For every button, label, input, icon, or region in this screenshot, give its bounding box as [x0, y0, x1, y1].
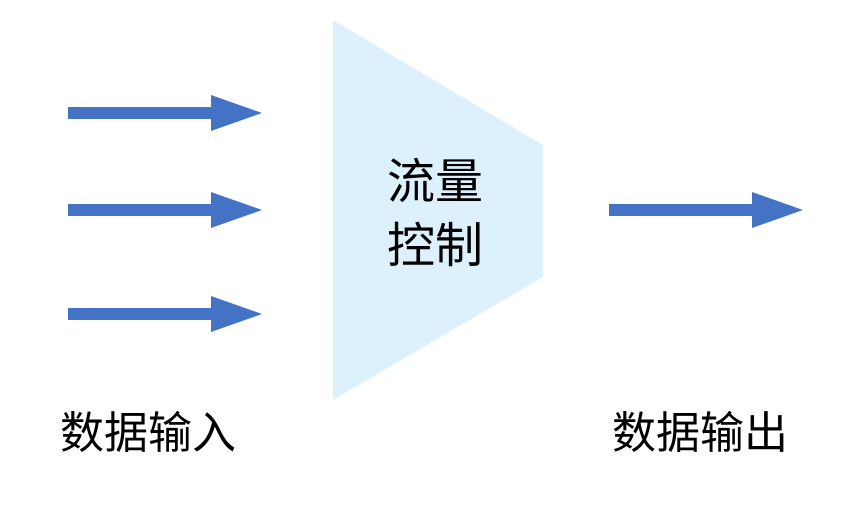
- flow-control-label-line1: 流量: [386, 154, 483, 210]
- input-arrow-3: [68, 296, 262, 332]
- flow-control-label-line2: 控制: [386, 218, 483, 274]
- data-output-label: 数据输出: [612, 408, 788, 459]
- flow-control-block: [333, 20, 543, 400]
- output-arrow: [609, 192, 803, 228]
- input-arrow-1: [68, 95, 262, 131]
- input-arrow-2: [68, 192, 262, 228]
- data-input-label: 数据输入: [60, 408, 236, 459]
- flow-control-label: 流量 控制: [365, 150, 505, 278]
